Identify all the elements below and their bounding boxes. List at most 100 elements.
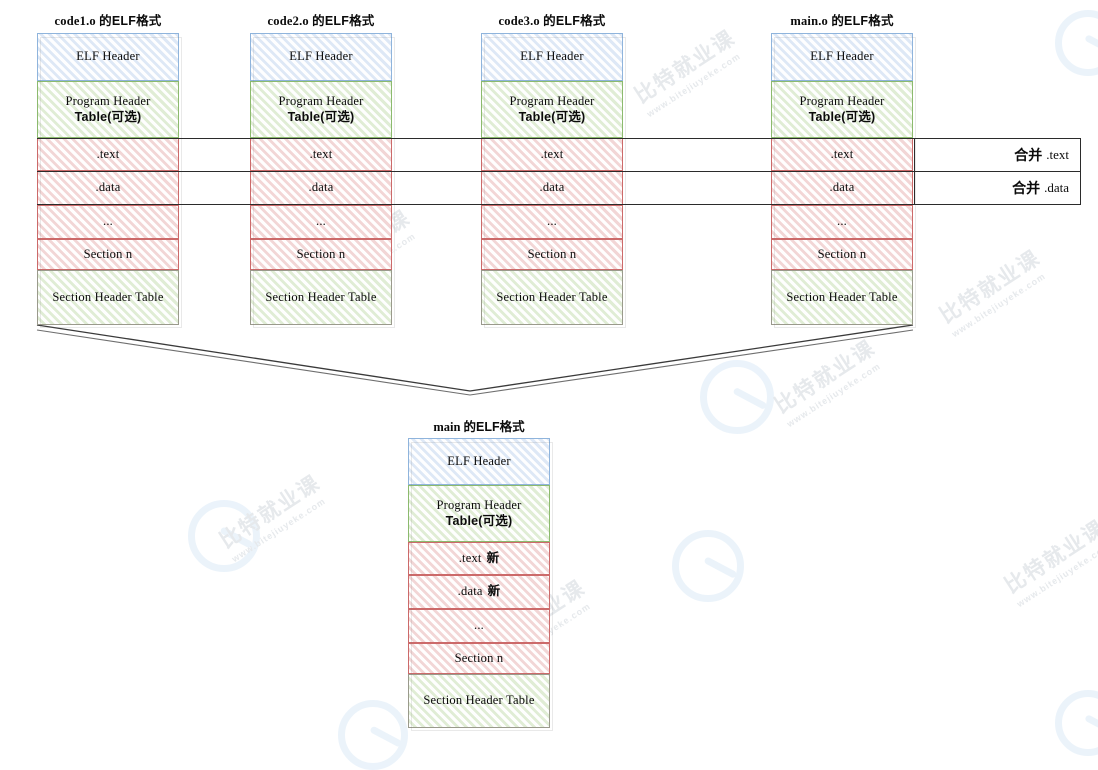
segment-label-cn: 新	[487, 584, 501, 599]
segment-label: Program Header	[799, 94, 885, 109]
segment-section-n[interactable]: Section n	[408, 643, 550, 674]
merge-band-line-top	[37, 138, 1081, 139]
column-title-prefix: code3.o	[498, 14, 540, 28]
merge-label-text: 合并 .text	[914, 138, 1081, 171]
segment-label: ...	[474, 618, 484, 633]
segment-elf-header[interactable]: ELF Header	[37, 33, 179, 81]
segment-data[interactable]: .data	[250, 171, 392, 205]
segment-program-header-table[interactable]: Program Header Table(可选)	[408, 485, 550, 542]
merge-label-section: .data	[1044, 179, 1069, 195]
output-title-suffix: 的ELF格式	[463, 420, 525, 434]
segment-label: Section n	[817, 246, 867, 261]
segment-section-header-table[interactable]: Section Header Table	[408, 674, 550, 728]
column-title-suffix: 的ELF格式	[312, 14, 375, 28]
segment-text[interactable]: .text	[771, 138, 913, 171]
segment-label: .data	[95, 180, 121, 195]
segment-data[interactable]: .data	[481, 171, 623, 205]
segment-text[interactable]: .text	[250, 138, 392, 171]
column-title-suffix: 的ELF格式	[543, 14, 606, 28]
segment-label: .data	[539, 180, 565, 195]
segment-label: Section Header Table	[423, 693, 535, 708]
segment-section-header-table[interactable]: Section Header Table	[771, 270, 913, 325]
segment-section-header-table[interactable]: Section Header Table	[250, 270, 392, 325]
segment-label: .text	[96, 146, 120, 161]
segment-label: Section n	[83, 246, 133, 261]
output-title-prefix: main	[433, 420, 461, 434]
elf-link-diagram: code1.o 的ELF格式 code2.o 的ELF格式 code3.o 的E…	[37, 10, 1081, 731]
segment-label: ...	[316, 214, 326, 229]
column-title-code3: code3.o 的ELF格式	[481, 10, 623, 29]
segment-ellipsis[interactable]: ...	[481, 205, 623, 239]
segment-label: ...	[837, 214, 847, 229]
merge-band-left-edge	[914, 138, 915, 205]
segment-label: Section Header Table	[265, 289, 377, 304]
segment-elf-header[interactable]: ELF Header	[771, 33, 913, 81]
segment-elf-header[interactable]: ELF Header	[250, 33, 392, 81]
segment-ellipsis[interactable]: ...	[408, 609, 550, 643]
segment-label: Program Header	[278, 94, 364, 109]
segment-label-cn: 新	[486, 550, 500, 565]
segment-data[interactable]: .data	[37, 171, 179, 205]
segment-label: Section Header Table	[496, 289, 608, 304]
merge-label-cn: 合并	[1012, 179, 1041, 196]
elf-stack-code2: ELF Header Program Header Table(可选) .tex…	[250, 33, 395, 328]
elf-stack-code3: ELF Header Program Header Table(可选) .tex…	[481, 33, 626, 328]
segment-program-header-table[interactable]: Program Header Table(可选)	[481, 81, 623, 138]
segment-data[interactable]: .data	[771, 171, 913, 205]
segment-ellipsis[interactable]: ...	[771, 205, 913, 239]
segment-label-cn: Table(可选)	[518, 109, 586, 124]
segment-program-header-table[interactable]: Program Header Table(可选)	[771, 81, 913, 138]
segment-label: .text	[458, 550, 482, 565]
segment-label: ELF Header	[810, 49, 874, 64]
segment-label: Section n	[296, 246, 346, 261]
segment-label: ELF Header	[76, 49, 140, 64]
merge-band-line-middle	[37, 171, 1081, 172]
segment-text[interactable]: .text	[481, 138, 623, 171]
segment-label: Program Header	[65, 94, 151, 109]
segment-section-n[interactable]: Section n	[37, 239, 179, 270]
merge-label-section: .text	[1046, 146, 1069, 162]
segment-label: .data	[308, 180, 334, 195]
segment-label: .data	[829, 180, 855, 195]
segment-label: Section Header Table	[786, 289, 898, 304]
segment-program-header-table[interactable]: Program Header Table(可选)	[37, 81, 179, 138]
segment-label: ELF Header	[520, 49, 584, 64]
segment-label: ...	[547, 214, 557, 229]
segment-text[interactable]: .text	[37, 138, 179, 171]
segment-label-cn: Table(可选)	[74, 109, 142, 124]
segment-elf-header[interactable]: ELF Header	[481, 33, 623, 81]
segment-label: .text	[540, 146, 564, 161]
segment-section-header-table[interactable]: Section Header Table	[37, 270, 179, 325]
segment-data-new[interactable]: .data 新	[408, 575, 550, 609]
segment-section-header-table[interactable]: Section Header Table	[481, 270, 623, 325]
output-title: main 的ELF格式	[408, 416, 550, 435]
column-title-code1: code1.o 的ELF格式	[37, 10, 179, 29]
merge-label-cn: 合并	[1014, 146, 1043, 163]
segment-label: Program Header	[436, 498, 522, 513]
segment-label-cn: Table(可选)	[808, 109, 876, 124]
segment-elf-header[interactable]: ELF Header	[408, 438, 550, 485]
segment-label: Section Header Table	[52, 289, 164, 304]
segment-label: Section n	[527, 246, 577, 261]
merge-band-line-bottom	[37, 204, 1081, 205]
segment-label: ELF Header	[289, 49, 353, 64]
elf-stack-code1: ELF Header Program Header Table(可选) .tex…	[37, 33, 182, 328]
segment-ellipsis[interactable]: ...	[250, 205, 392, 239]
segment-label: ELF Header	[447, 453, 511, 468]
elf-stack-maino: ELF Header Program Header Table(可选) .tex…	[771, 33, 916, 328]
segment-section-n[interactable]: Section n	[481, 239, 623, 270]
segment-text-new[interactable]: .text 新	[408, 542, 550, 575]
column-title-maino: main.o 的ELF格式	[771, 10, 913, 29]
column-title-code2: code2.o 的ELF格式	[250, 10, 392, 29]
segment-section-n[interactable]: Section n	[250, 239, 392, 270]
merge-label-data: 合并 .data	[914, 171, 1081, 204]
merge-band-right-edge	[1080, 138, 1081, 205]
segment-ellipsis[interactable]: ...	[37, 205, 179, 239]
segment-section-n[interactable]: Section n	[771, 239, 913, 270]
segment-label: .data	[457, 584, 483, 599]
column-title-prefix: code1.o	[54, 14, 96, 28]
column-title-prefix: main.o	[790, 14, 829, 28]
segment-label: Program Header	[509, 94, 595, 109]
segment-program-header-table[interactable]: Program Header Table(可选)	[250, 81, 392, 138]
column-title-suffix: 的ELF格式	[831, 14, 894, 28]
